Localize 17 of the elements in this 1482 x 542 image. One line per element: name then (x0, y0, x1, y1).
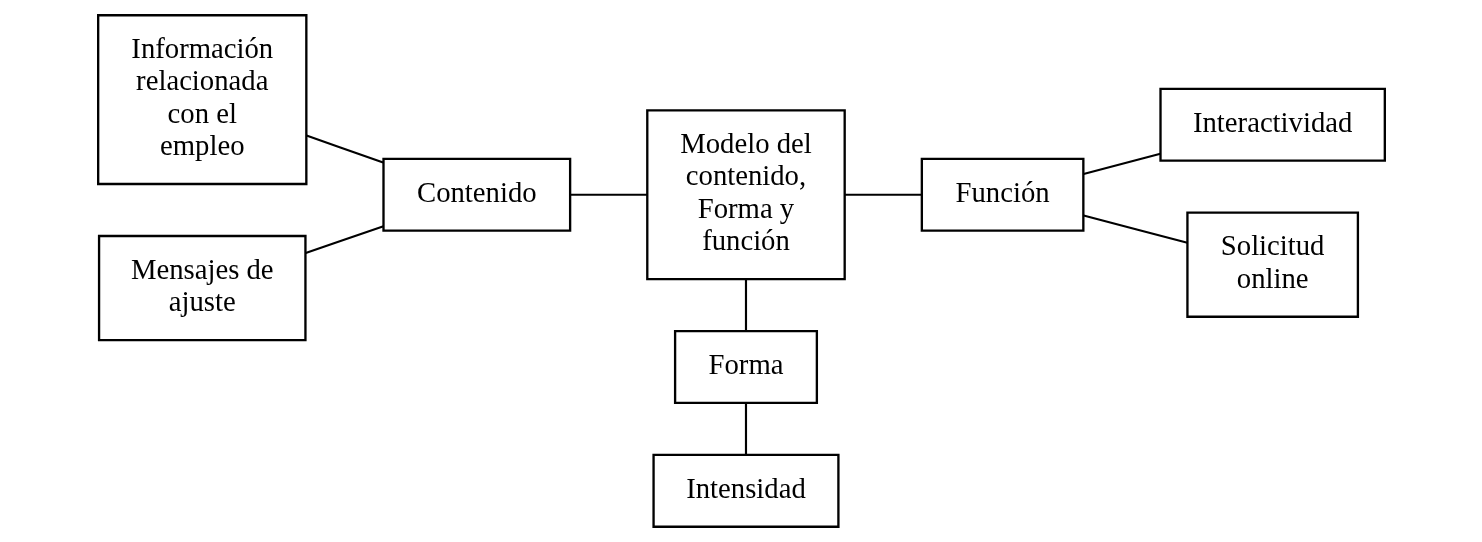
connector (844, 193, 922, 196)
node-box: Información relacionada con el empleo (96, 14, 307, 186)
connector (1082, 214, 1188, 244)
node-box: Modelo del contenido, Forma y función (645, 109, 846, 281)
node-box: Forma (673, 329, 818, 405)
node-box: Interactividad (1158, 87, 1386, 162)
connector (570, 193, 647, 196)
connector (304, 225, 384, 255)
connector (744, 279, 747, 331)
node-box: Solicitud online (1185, 211, 1359, 318)
node-box: Contenido (381, 157, 571, 232)
connector (744, 403, 747, 455)
connector (1082, 152, 1161, 175)
node-box: Función (920, 157, 1084, 232)
node-box: Mensajes de ajuste (97, 234, 307, 342)
connector (305, 134, 383, 164)
node-box: Intensidad (651, 453, 840, 528)
